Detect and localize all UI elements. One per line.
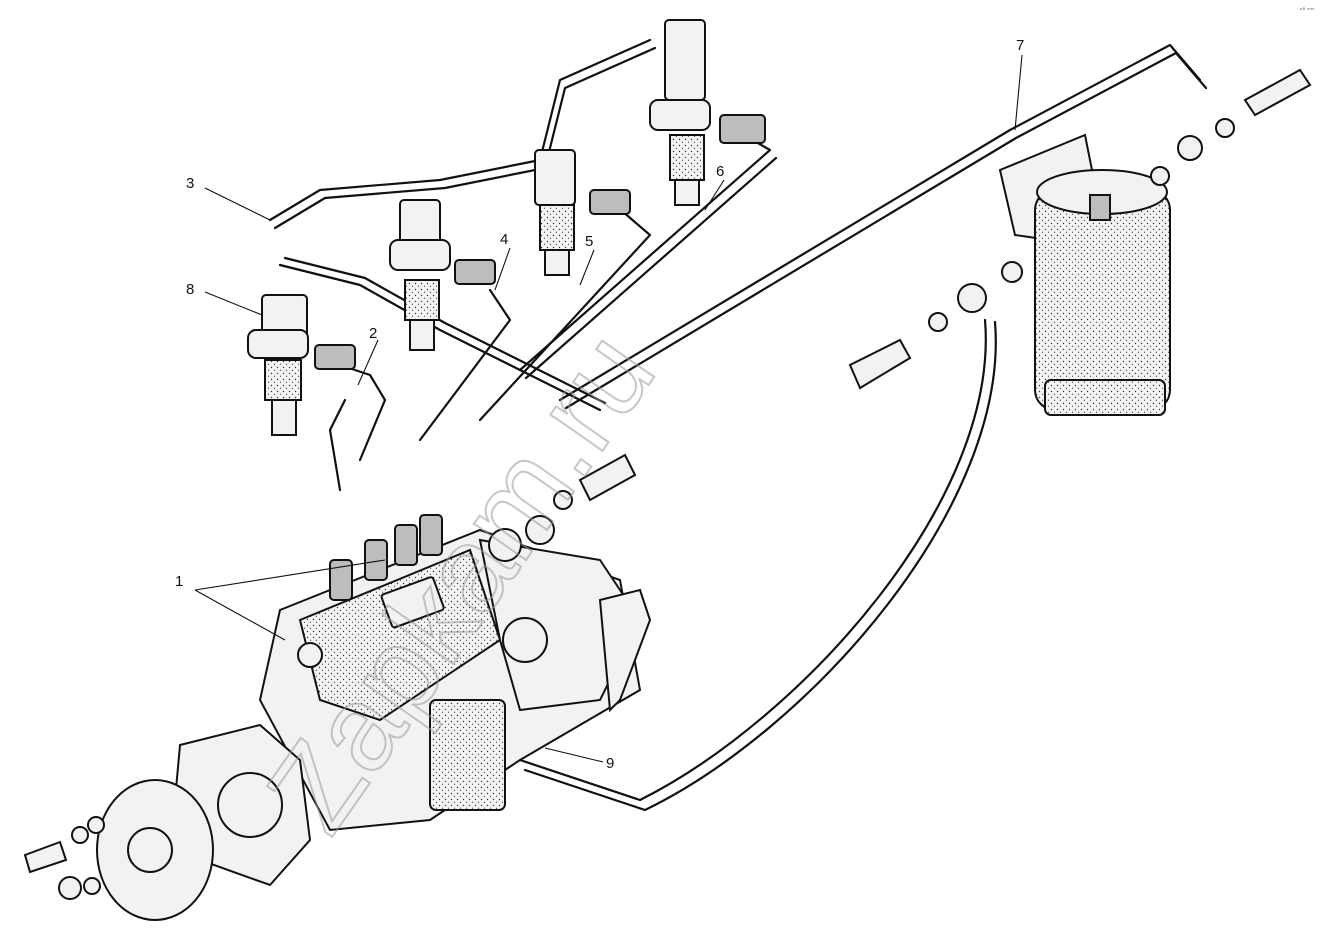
injector-3	[534, 149, 631, 276]
corner-mark: ᵖᴿ ᵐᵐ	[1300, 7, 1315, 14]
callout-7: 7	[1016, 37, 1024, 54]
callout-3: 3	[186, 175, 194, 192]
callout-5: 5	[585, 233, 593, 250]
pump-banjo-bolts	[488, 453, 637, 562]
filter-fittings	[848, 68, 1312, 390]
callout-6: 6	[716, 163, 724, 180]
high-pressure-pipes	[268, 38, 1208, 492]
callout-2: 2	[369, 325, 377, 342]
callout-8: 8	[186, 281, 194, 298]
fuel-filter	[998, 133, 1171, 416]
injector-4	[649, 19, 766, 206]
callout-1: 1	[175, 573, 183, 590]
callout-leaders	[194, 54, 1023, 763]
flange-fasteners	[23, 816, 105, 900]
fuel-return-hose	[518, 318, 987, 802]
callout-9: 9	[606, 755, 614, 772]
injection-pump	[258, 514, 652, 832]
injector-2	[389, 199, 496, 351]
injector-1	[247, 294, 356, 436]
drive-flange	[96, 779, 214, 921]
callout-4: 4	[500, 231, 508, 248]
